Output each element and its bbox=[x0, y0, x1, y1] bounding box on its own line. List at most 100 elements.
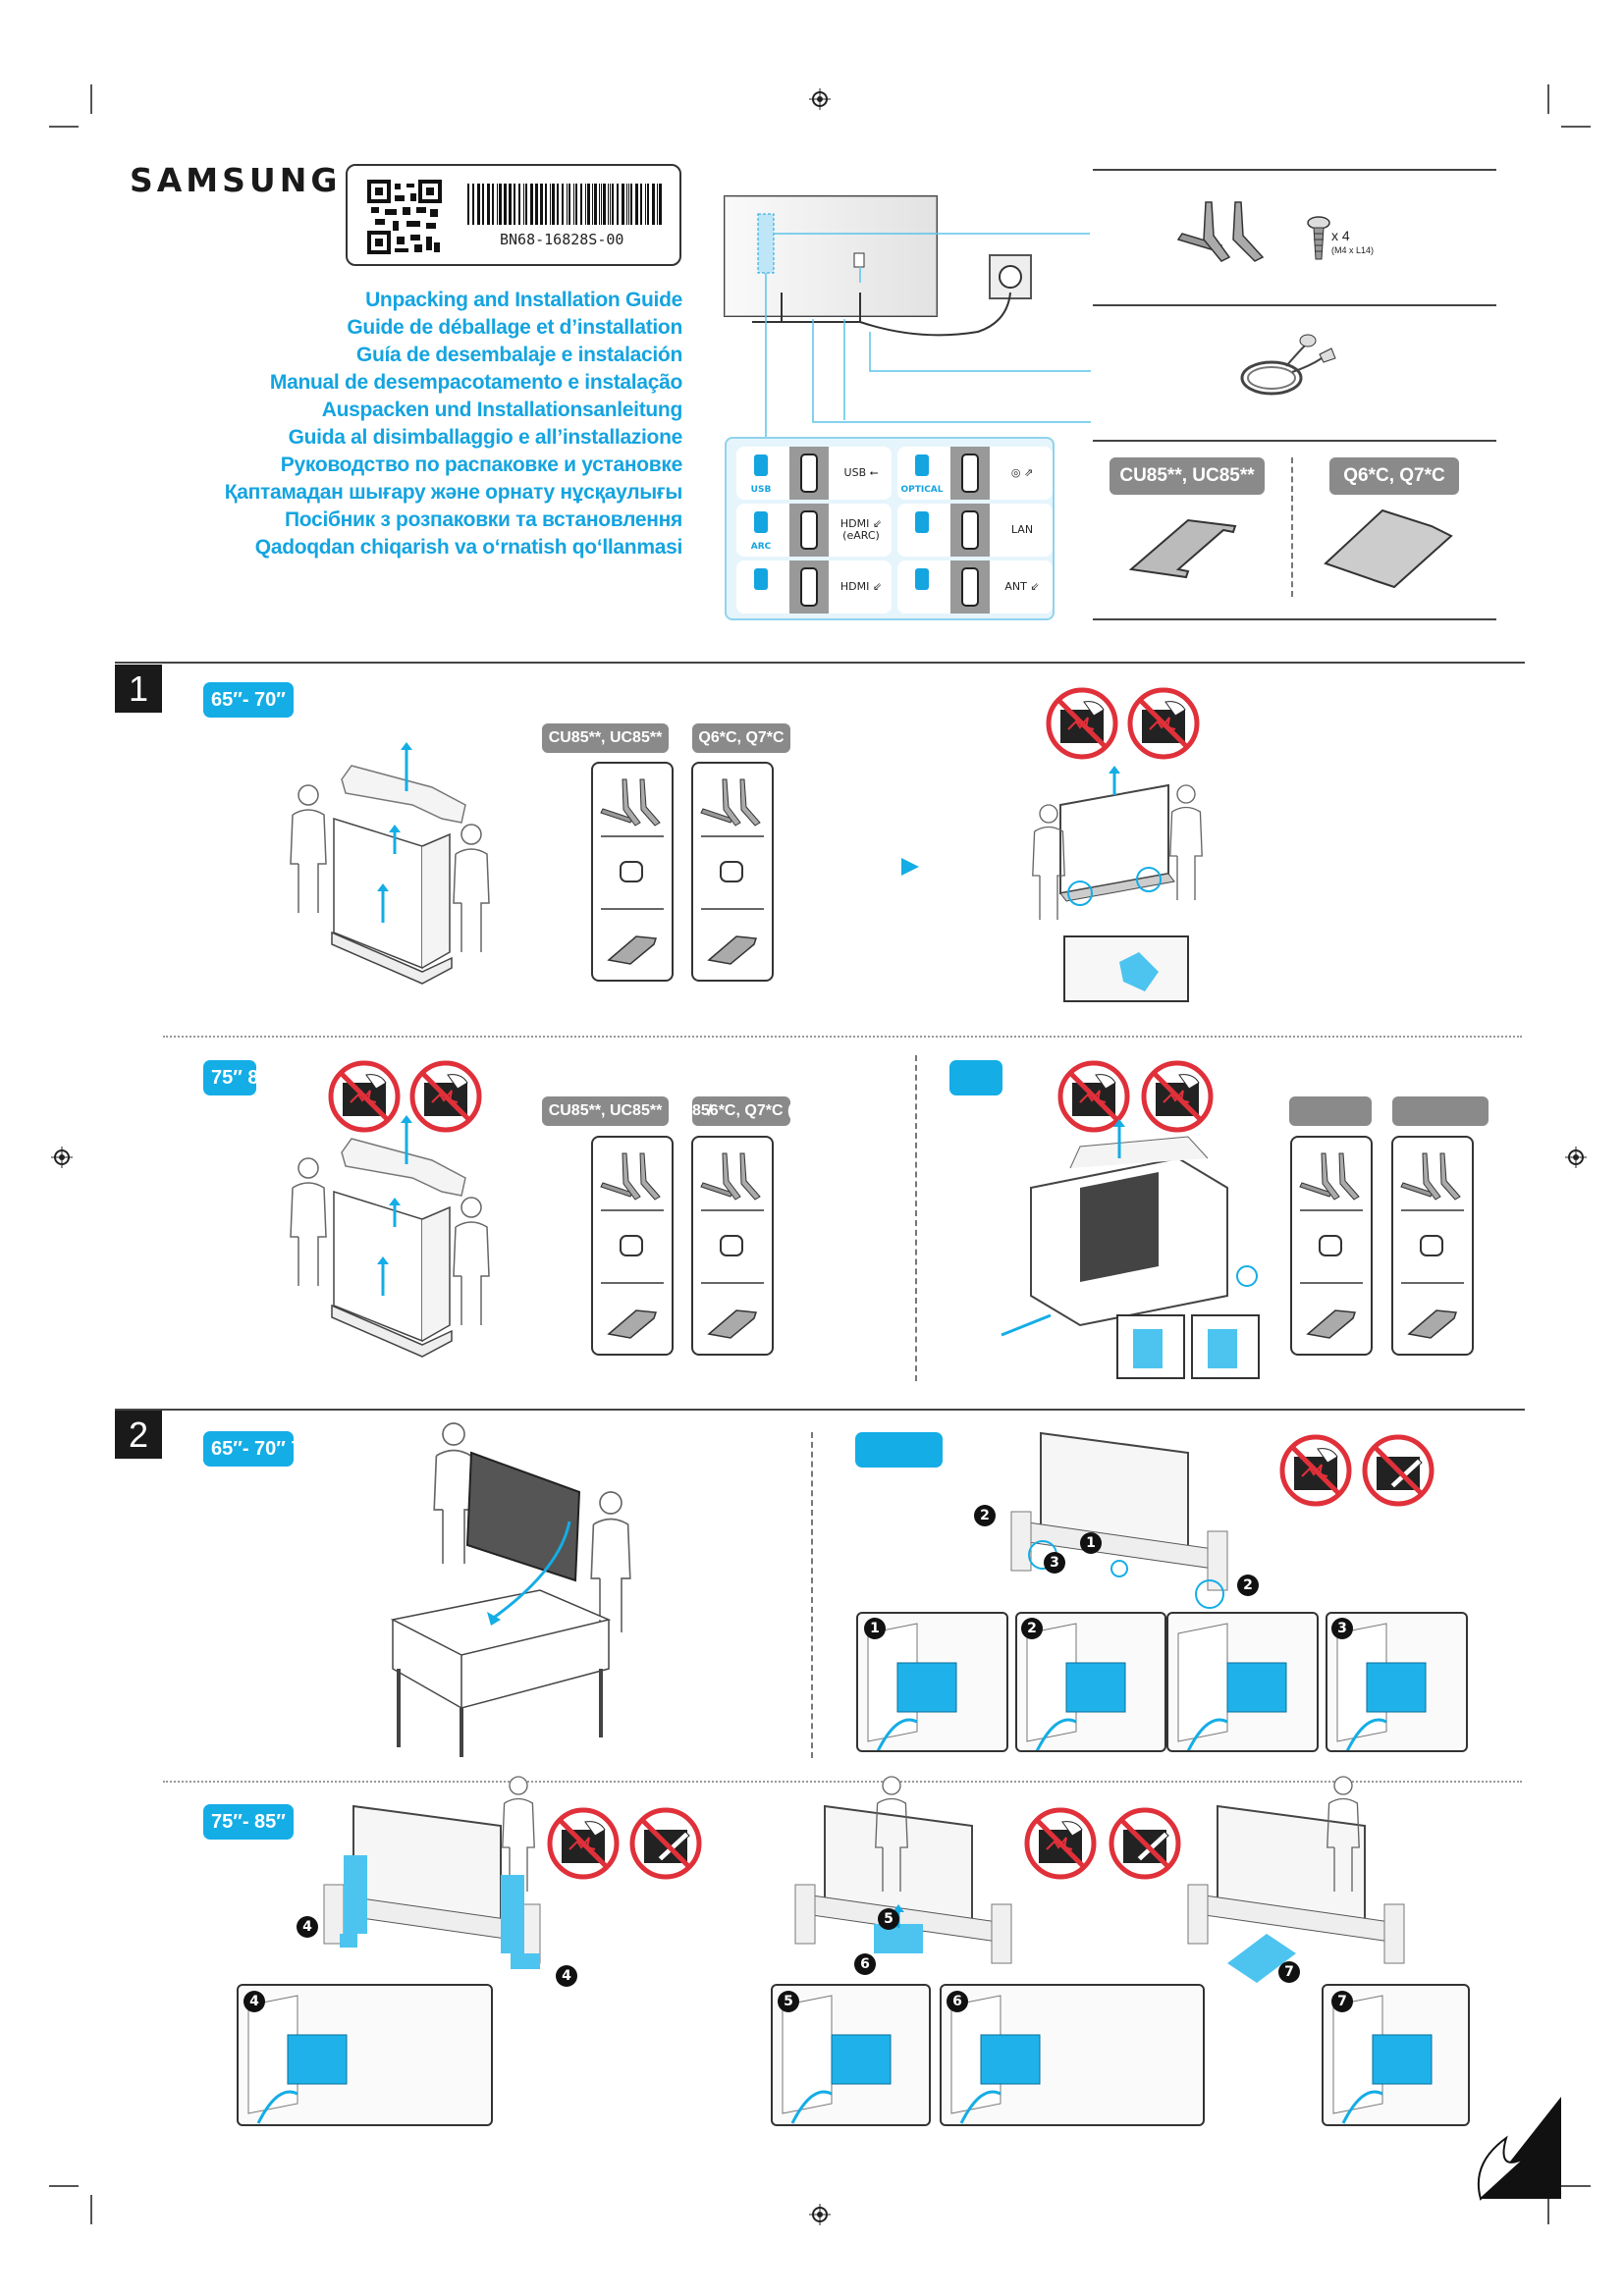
open-box-illustration bbox=[1001, 1119, 1260, 1379]
port-caption: USB bbox=[750, 485, 772, 495]
guide-title: Руководство по распаковке и установке bbox=[280, 454, 683, 476]
antenna-icon bbox=[897, 561, 947, 614]
divider bbox=[1093, 304, 1496, 306]
port-socket-icon bbox=[789, 504, 829, 557]
detail-illustration bbox=[1177, 1623, 1287, 1750]
crop-mark bbox=[49, 2185, 79, 2187]
port-4: LAN bbox=[897, 504, 1053, 557]
screw-spec: (M4 x L14) bbox=[1331, 245, 1375, 255]
port-name: LAN bbox=[1010, 523, 1034, 536]
no-grip-screen-icon bbox=[1140, 1059, 1215, 1134]
detail-illustration bbox=[950, 1995, 1041, 2124]
size-badge bbox=[949, 1060, 1002, 1095]
unboxing-illustration bbox=[290, 1115, 490, 1358]
guide-title: Unpacking and Installation Guide bbox=[365, 289, 682, 311]
port-socket-icon bbox=[789, 447, 829, 500]
size-badge: 75″ 8 bbox=[203, 1060, 256, 1095]
port-name: HDMI ⇙ bbox=[839, 580, 883, 593]
no-press-screen-icon bbox=[1056, 1059, 1131, 1134]
callout-number: 2 bbox=[974, 1505, 996, 1526]
port-caption: ARC bbox=[750, 542, 772, 552]
parts-contents bbox=[1400, 1152, 1464, 1339]
detail-panel bbox=[1015, 1612, 1166, 1752]
parts-contents bbox=[1299, 1152, 1363, 1339]
crop-mark bbox=[90, 2195, 92, 2224]
port-socket-icon bbox=[950, 504, 990, 557]
callout-number: 2 bbox=[1021, 1618, 1043, 1639]
crop-mark bbox=[90, 84, 92, 114]
port-1: USB USB ⭠ bbox=[736, 447, 892, 500]
step-number: 1 bbox=[115, 665, 162, 713]
port-name: USB ⭠ bbox=[843, 466, 879, 479]
no-sharp-tool-icon bbox=[628, 1806, 703, 1881]
no-grip-screen-icon bbox=[1126, 686, 1201, 761]
parts-box bbox=[691, 1136, 774, 1356]
detail-illustration bbox=[1332, 1995, 1433, 2124]
model-badge: Q6*C, Q7*C bbox=[1329, 457, 1459, 495]
step-number: 2 bbox=[115, 1411, 162, 1459]
registration-mark-icon bbox=[51, 1147, 73, 1168]
callout-number: 1 bbox=[1080, 1532, 1102, 1554]
size-badge: 65″- 70″ bbox=[203, 682, 294, 718]
crop-mark bbox=[1547, 84, 1549, 114]
callout-number: 4 bbox=[244, 1991, 265, 2012]
guide-title: Қаптамадан шығару және орнату нұсқаулығы bbox=[224, 481, 683, 504]
barcode-icon bbox=[467, 184, 662, 225]
crop-mark bbox=[1561, 2185, 1591, 2187]
port-6: ANT ⇙ bbox=[897, 561, 1053, 614]
size-badge: 75″- 85″ bbox=[203, 1804, 294, 1840]
speaker-optical-icon: OPTICAL bbox=[897, 447, 947, 500]
no-sharp-tool-icon bbox=[1108, 1806, 1182, 1881]
column-divider bbox=[915, 1055, 917, 1381]
size-badge: 65″- 70″ 7 bbox=[203, 1431, 294, 1467]
port-socket-icon bbox=[950, 561, 990, 614]
callout-number: 4 bbox=[556, 1965, 577, 1987]
power-cord-icon bbox=[1240, 334, 1336, 396]
model-badge: CU85**, UC85** bbox=[1110, 457, 1265, 495]
page-turn-icon bbox=[1477, 2097, 1561, 2201]
no-sharp-tool-icon bbox=[1361, 1433, 1435, 1508]
parts-box bbox=[691, 762, 774, 982]
callout-number: 2 bbox=[1237, 1575, 1259, 1596]
parts-box bbox=[1391, 1136, 1474, 1356]
registration-mark-icon bbox=[809, 2204, 831, 2225]
set-top-box-icon bbox=[736, 561, 785, 614]
no-press-screen-icon bbox=[1045, 686, 1119, 761]
remove-film-illustration bbox=[1187, 1776, 1405, 1983]
no-grip-screen-icon bbox=[408, 1059, 483, 1134]
section-divider bbox=[115, 1409, 1525, 1411]
lift-tv-illustration bbox=[1032, 766, 1203, 1002]
divider bbox=[1291, 457, 1293, 597]
guide-title: Посібник з розпаковки та встановлення bbox=[285, 508, 682, 531]
crop-mark bbox=[49, 126, 79, 128]
lay-tv-on-table-illustration bbox=[390, 1422, 631, 1757]
model-badge: CU85**, UC85** bbox=[542, 723, 669, 753]
parts-contents bbox=[600, 1152, 664, 1339]
port-5: HDMI ⇙ bbox=[736, 561, 892, 614]
model-badge: 85̸6*C, Q7*C ( bbox=[692, 1096, 790, 1126]
detail-panel bbox=[771, 1984, 931, 2126]
guide-title: Guide de déballage et d’installation bbox=[347, 316, 682, 339]
guide-title: Auspacken und Installationsanleitung bbox=[321, 399, 683, 421]
callout-number: 7 bbox=[1331, 1991, 1353, 2012]
tv-connection-diagram bbox=[724, 195, 1091, 438]
parts-box bbox=[1290, 1136, 1373, 1356]
usb-drive-icon: USB bbox=[736, 447, 785, 500]
guide-title: Manual de desempacotamento e instalação bbox=[269, 371, 682, 394]
row-divider bbox=[163, 1036, 1522, 1038]
remove-side-packing-illustration bbox=[323, 1776, 541, 1969]
crop-mark bbox=[1547, 2195, 1549, 2224]
parts-contents bbox=[600, 778, 664, 965]
cover-plate-b-icon bbox=[1324, 508, 1453, 589]
callout-number: 3 bbox=[1331, 1618, 1353, 1639]
detail-panel bbox=[940, 1984, 1205, 2126]
divider bbox=[1093, 169, 1496, 171]
port-name: ANT ⇙ bbox=[1004, 580, 1040, 593]
remove-bottom-packing-illustration bbox=[794, 1776, 1012, 1964]
registration-mark-icon bbox=[809, 88, 831, 110]
speaker-arc-icon: ARC bbox=[736, 504, 785, 557]
callout-number: 3 bbox=[1044, 1552, 1065, 1574]
callout-number: 6 bbox=[854, 1953, 876, 1975]
